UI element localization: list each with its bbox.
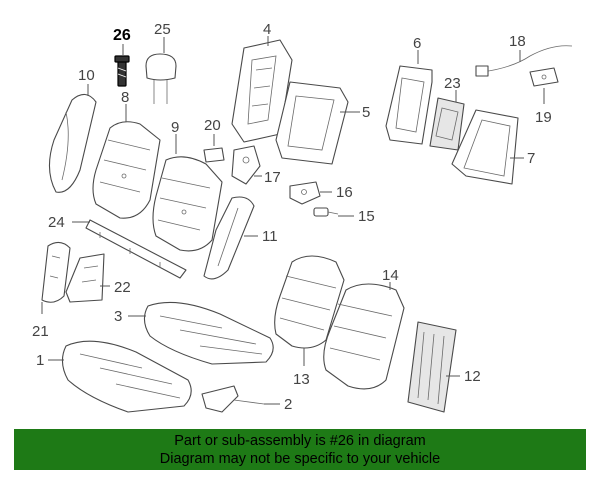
callout-4: 4 (263, 21, 271, 38)
callout-26: 26 (113, 27, 131, 44)
part-11-side-panel[interactable] (203, 196, 255, 280)
callout-3: 3 (114, 308, 122, 325)
callout-8: 8 (121, 89, 129, 106)
part-9-seatback-cover[interactable] (152, 156, 223, 252)
callout-13: 13 (293, 371, 310, 388)
part-13-seat-cover[interactable] (274, 255, 345, 349)
callout-10: 10 (78, 67, 95, 84)
callout-6: 6 (413, 35, 421, 52)
part-20-clip[interactable] (203, 147, 225, 163)
banner-line-1: Part or sub-assembly is #26 in diagram (174, 433, 426, 449)
callout-9: 9 (171, 119, 179, 136)
banner-line-2: Diagram may not be specific to your vehi… (159, 451, 441, 467)
parts-diagram: 26 25 10 8 9 4 5 (32, 21, 573, 413)
callout-23: 23 (444, 75, 461, 92)
part-16-bracket[interactable] (289, 181, 321, 205)
callout-12: 12 (464, 368, 481, 385)
callout-18: 18 (509, 33, 526, 50)
callout-15: 15 (358, 208, 375, 225)
info-banner: Part or sub-assembly is #26 in diagram D… (14, 429, 586, 470)
callout-1: 1 (36, 352, 44, 369)
callout-24: 24 (48, 214, 65, 231)
callout-22: 22 (114, 279, 131, 296)
callout-7: 7 (527, 150, 535, 167)
part-7-frame[interactable] (451, 109, 519, 185)
part-19-bracket[interactable] (529, 67, 559, 87)
part-6-pad[interactable] (385, 65, 433, 145)
part-18-cable[interactable] (475, 45, 573, 77)
part-12-pad[interactable] (407, 321, 457, 413)
part-10-side-bolster[interactable] (48, 93, 97, 193)
part-14-seat-cover[interactable] (323, 283, 405, 390)
callout-20: 20 (204, 117, 221, 134)
callout-2: 2 (284, 396, 292, 413)
callout-25: 25 (154, 21, 171, 38)
part-3-cushion[interactable] (143, 301, 274, 365)
part-26-bolt[interactable] (114, 55, 130, 87)
callout-19: 19 (535, 109, 552, 126)
part-2-bracket[interactable] (201, 385, 265, 413)
callout-14: 14 (382, 267, 399, 284)
part-21-side-cover[interactable] (41, 241, 71, 303)
part-24-rail[interactable] (85, 219, 187, 279)
part-5-panel[interactable] (275, 81, 349, 165)
part-15-bolt[interactable] (313, 207, 339, 217)
callout-17: 17 (264, 169, 281, 186)
callout-5: 5 (362, 104, 370, 121)
callout-21: 21 (32, 323, 49, 340)
part-8-seatback-cover[interactable] (92, 121, 161, 219)
part-25-headrest[interactable] (145, 53, 177, 104)
part-22-bracket[interactable] (65, 253, 105, 303)
callout-16: 16 (336, 184, 353, 201)
part-23-pad[interactable] (429, 97, 465, 151)
part-1-cushion-cover[interactable] (61, 340, 192, 413)
callout-11: 11 (262, 228, 278, 245)
part-17-hinge[interactable] (231, 145, 261, 185)
